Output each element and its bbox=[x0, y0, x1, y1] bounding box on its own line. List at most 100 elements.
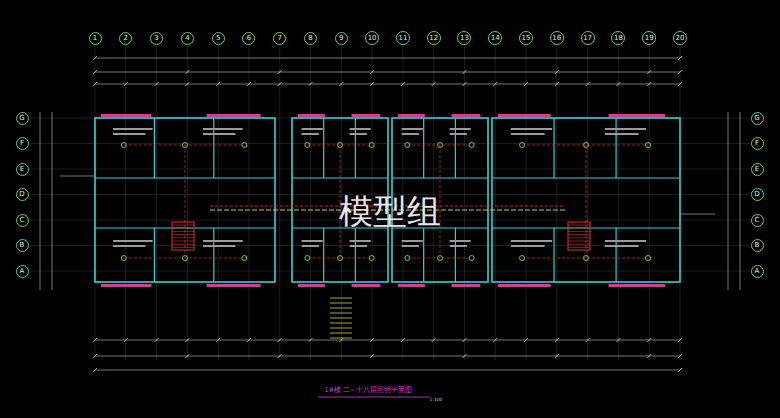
axis-bubble: 9 bbox=[335, 32, 348, 45]
schedule-line bbox=[330, 308, 352, 309]
axis-bubble: 13 bbox=[457, 31, 471, 45]
window-bar bbox=[101, 284, 151, 287]
window-bar bbox=[452, 284, 481, 287]
dimension-tick bbox=[185, 354, 189, 358]
note-mark bbox=[450, 128, 471, 130]
dimension-tick bbox=[339, 338, 343, 342]
window-bar bbox=[498, 114, 551, 117]
axis-number: 19 bbox=[645, 35, 654, 42]
window-bar bbox=[352, 284, 381, 287]
dimension-tick bbox=[616, 338, 620, 342]
dimension-line bbox=[52, 112, 53, 290]
dimension-line bbox=[95, 356, 680, 357]
window-bar bbox=[101, 114, 151, 117]
dimension-line bbox=[95, 84, 680, 85]
note-mark bbox=[350, 240, 371, 242]
note-mark bbox=[450, 245, 467, 247]
schedule-line bbox=[330, 313, 352, 314]
wall-partition bbox=[615, 118, 616, 178]
axis-line bbox=[30, 143, 750, 144]
note-mark bbox=[302, 128, 323, 130]
dimension-tick bbox=[124, 82, 128, 86]
note-mark bbox=[350, 133, 367, 135]
wall-partition bbox=[423, 228, 424, 282]
dimension-tick bbox=[524, 338, 528, 342]
dimension-tick bbox=[185, 338, 189, 342]
note-mark bbox=[402, 133, 419, 135]
dimension-line bbox=[95, 340, 680, 341]
axis-number: C bbox=[20, 217, 25, 224]
dimension-line bbox=[95, 370, 680, 371]
note-mark bbox=[605, 245, 639, 247]
window-bar bbox=[207, 114, 261, 117]
axis-number: B bbox=[20, 242, 25, 249]
note-mark bbox=[203, 128, 243, 130]
dimension-tick bbox=[678, 354, 682, 358]
note-mark bbox=[113, 240, 153, 242]
wall-partition bbox=[553, 228, 554, 282]
note-mark bbox=[511, 128, 552, 130]
dimension-tick bbox=[278, 82, 282, 86]
note-mark bbox=[402, 240, 423, 242]
wall-outline bbox=[95, 118, 275, 282]
dimension-tick bbox=[462, 354, 466, 358]
stair-outline bbox=[568, 222, 590, 250]
dimension-tick bbox=[524, 82, 528, 86]
wall-partition bbox=[213, 228, 214, 282]
stair-tread bbox=[172, 241, 194, 242]
axis-number: 3 bbox=[154, 35, 158, 42]
wall-partition bbox=[455, 118, 456, 178]
axis-number: 6 bbox=[247, 35, 251, 42]
stair-tread bbox=[172, 237, 194, 238]
schedule-line bbox=[330, 298, 352, 299]
note-mark bbox=[113, 128, 153, 130]
axis-number: E bbox=[755, 166, 759, 173]
axis-number: B bbox=[755, 242, 760, 249]
dimension-tick bbox=[370, 354, 374, 358]
dimension-tick bbox=[93, 82, 97, 86]
axis-number: 5 bbox=[216, 35, 220, 42]
axis-number: 16 bbox=[552, 35, 561, 42]
dimension-tick bbox=[647, 354, 651, 358]
scale-note: 1:100 bbox=[430, 397, 443, 402]
note-mark bbox=[605, 128, 646, 130]
axis-bubble: D bbox=[751, 188, 764, 201]
dimension-tick bbox=[247, 82, 251, 86]
axis-line bbox=[618, 45, 619, 360]
wall-partition bbox=[213, 118, 214, 178]
note-mark bbox=[113, 133, 145, 135]
dimension-tick bbox=[432, 82, 436, 86]
stair-tread bbox=[172, 234, 194, 235]
dimension-line bbox=[95, 72, 680, 73]
axis-number: G bbox=[754, 115, 759, 122]
wall-partition bbox=[323, 228, 324, 282]
axis-bubble: 18 bbox=[611, 31, 625, 45]
axis-line bbox=[30, 169, 750, 170]
schedule-line bbox=[330, 318, 352, 319]
axis-line bbox=[464, 45, 465, 360]
drawing-title: 1#楼 二~十八层照明平面图 bbox=[324, 386, 411, 395]
window-bar bbox=[298, 114, 325, 117]
axis-number: A bbox=[755, 268, 760, 275]
axis-number: 20 bbox=[676, 35, 685, 42]
dimension-tick bbox=[155, 82, 159, 86]
note-mark bbox=[113, 245, 145, 247]
dimension-tick bbox=[216, 338, 220, 342]
axis-number: 17 bbox=[583, 35, 592, 42]
dimension-tick bbox=[555, 82, 559, 86]
axis-number: 12 bbox=[429, 35, 438, 42]
dimension-tick bbox=[586, 82, 590, 86]
dimension-tick bbox=[370, 82, 374, 86]
stair-tread bbox=[568, 231, 590, 232]
axis-bubble: B bbox=[751, 239, 764, 252]
axis-bubble: G bbox=[751, 112, 764, 125]
axis-number: 14 bbox=[491, 35, 500, 42]
axis-number: 10 bbox=[368, 35, 377, 42]
axis-bubble: 16 bbox=[550, 31, 564, 45]
dimension-tick bbox=[93, 70, 97, 74]
axis-line bbox=[30, 271, 750, 272]
axis-bubble: 7 bbox=[273, 32, 286, 45]
dimension-tick bbox=[555, 354, 559, 358]
dimension-tick bbox=[370, 338, 374, 342]
